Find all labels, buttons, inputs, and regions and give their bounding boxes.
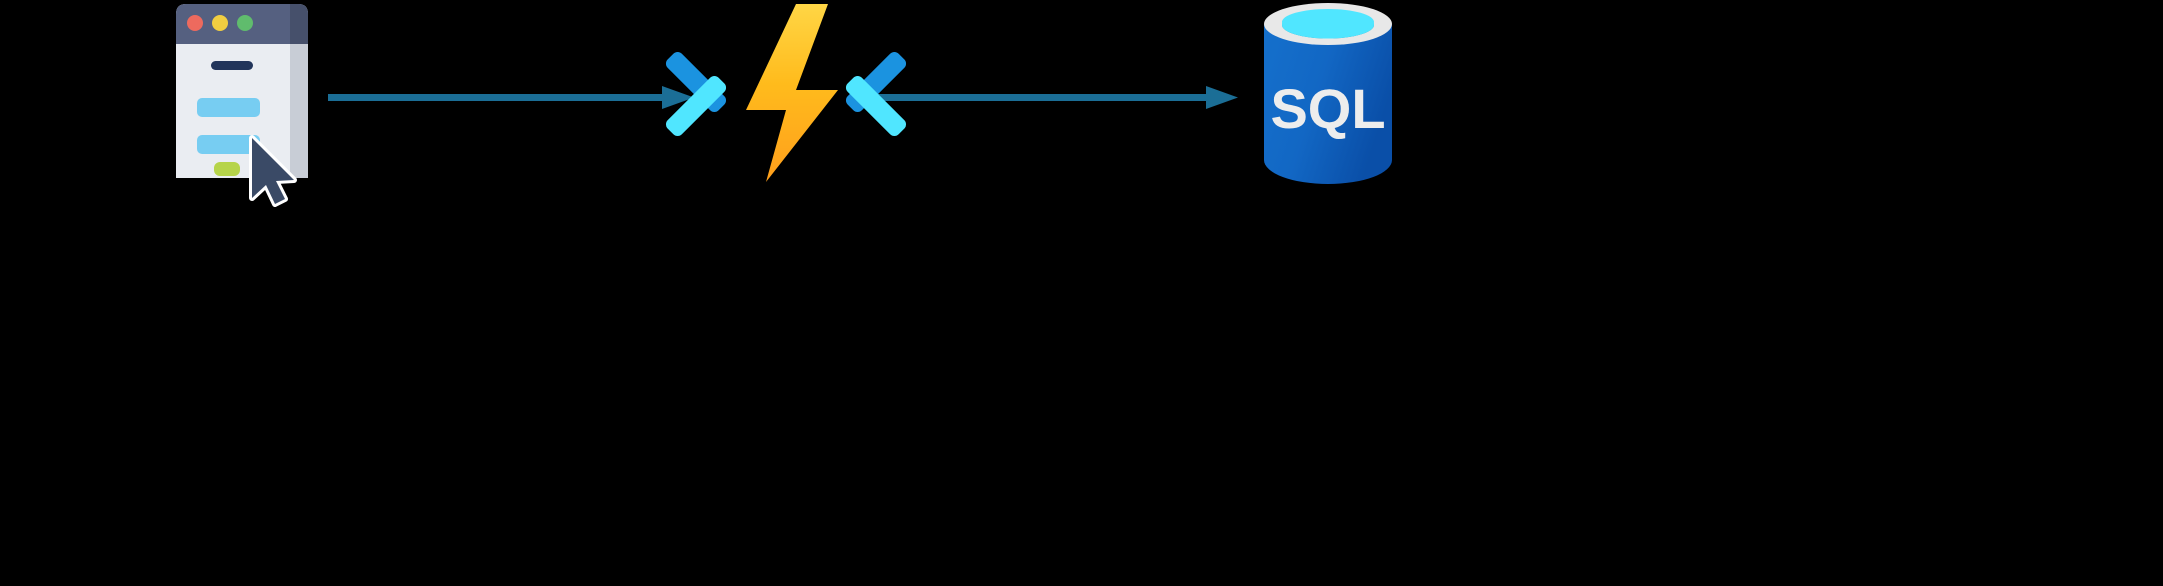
minimize-dot-icon[interactable] — [212, 15, 228, 31]
mouse-cursor-icon — [249, 135, 297, 207]
database-liquid-top — [1282, 9, 1374, 35]
node-web-application[interactable] — [170, 2, 310, 207]
database-cylinder-icon: SQL — [1264, 3, 1392, 184]
close-dot-icon[interactable] — [187, 15, 203, 31]
database-body — [1264, 24, 1392, 184]
arrow-line — [328, 94, 668, 101]
lightning-bolt-icon — [746, 4, 838, 182]
browser-body-shadow — [290, 4, 308, 178]
submit-button-pill[interactable] — [214, 162, 240, 176]
right-bracket-icon — [845, 51, 907, 137]
arrow-line — [872, 94, 1212, 101]
maximize-dot-icon[interactable] — [237, 15, 253, 31]
browser-window-icon — [176, 4, 308, 207]
arrow-head-icon — [1206, 86, 1238, 109]
content-bar-1 — [197, 98, 260, 117]
browser-titlebar-shadow — [290, 4, 308, 44]
arrow-webapp-to-function — [328, 78, 696, 118]
content-bar-2 — [197, 135, 260, 154]
arrow-function-to-database — [872, 78, 1240, 118]
node-azure-function[interactable] — [665, 2, 907, 184]
content-heading-bar — [211, 61, 253, 70]
azure-functions-lightning-icon — [665, 4, 907, 182]
left-bracket-icon — [665, 51, 727, 137]
database-label: SQL — [1270, 77, 1385, 140]
arrow-head-icon — [662, 86, 694, 109]
node-sql-database[interactable]: SQL — [1262, 2, 1394, 184]
